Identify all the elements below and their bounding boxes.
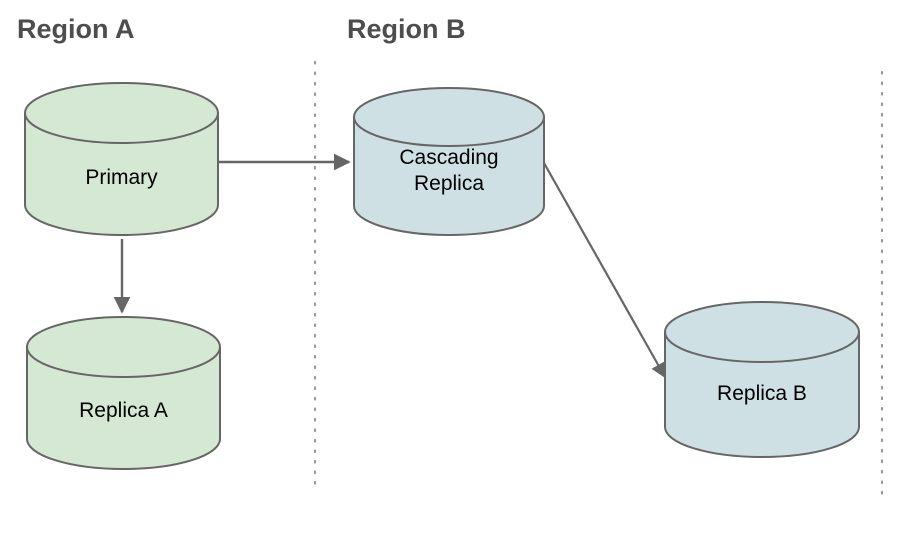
- node-label-cascading-replica: Cascading Replica: [399, 146, 499, 195]
- edge-cascading-replica-to-replica-b: [543, 162, 666, 379]
- node-replica-a[interactable]: [26, 316, 221, 470]
- node-cascading-replica[interactable]: [353, 87, 545, 236]
- node-label-replica-b: Replica B: [717, 382, 807, 405]
- region-label-a: Region A: [17, 14, 135, 44]
- node-label-replica-a: Replica A: [79, 399, 168, 422]
- node-label-primary: Primary: [85, 166, 158, 189]
- region-label-b: Region B: [347, 14, 466, 44]
- node-replica-b[interactable]: [664, 301, 860, 458]
- node-primary[interactable]: [24, 82, 219, 236]
